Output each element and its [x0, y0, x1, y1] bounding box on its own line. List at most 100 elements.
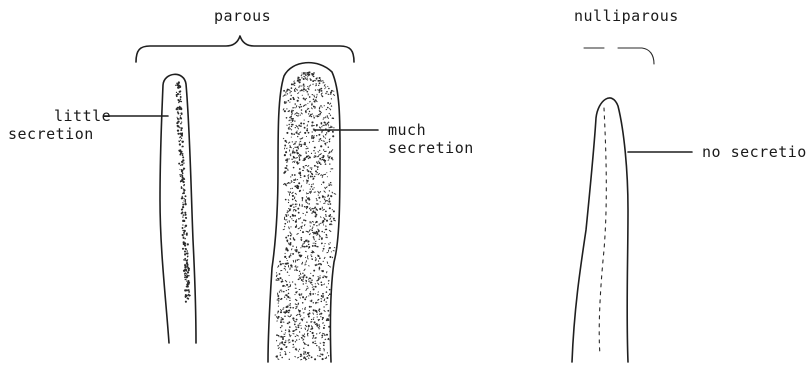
stipple-dot [307, 330, 308, 331]
stipple-dot [299, 311, 301, 313]
stipple-dot [287, 271, 288, 272]
stipple-dot [330, 114, 332, 116]
streak-dot [183, 190, 185, 192]
stipple-dot [286, 161, 288, 163]
stipple-dot [317, 316, 318, 317]
stipple-dot [293, 320, 295, 321]
stipple-dot [323, 295, 325, 297]
group-label-nulliparous: nulliparous [574, 8, 679, 25]
stipple-dot [296, 130, 297, 131]
streak-dot [179, 174, 181, 176]
stipple-dot [328, 146, 329, 147]
stipple-dot [280, 321, 282, 323]
stipple-dot [315, 310, 317, 312]
streak-dot [179, 100, 181, 102]
stipple-dot [323, 149, 324, 150]
stipple-dot [313, 95, 315, 98]
stipple-dot [297, 249, 298, 250]
streak-dot [181, 132, 182, 133]
stipple-dot [326, 252, 328, 253]
stipple-dot [319, 346, 320, 348]
stipple-dot [295, 125, 297, 127]
stipple-dot [288, 124, 289, 125]
stipple-dot [300, 355, 303, 357]
stipple-dot [315, 264, 316, 265]
stipple-dot [330, 203, 332, 205]
stipple-dot [315, 174, 316, 175]
stipple-dot [285, 263, 287, 265]
stipple-dot [306, 180, 307, 182]
stipple-dot [291, 174, 293, 176]
stipple-dot [292, 199, 294, 201]
stipple-dot [327, 352, 328, 353]
stipple-dot [276, 316, 277, 317]
stipple-dot [301, 197, 303, 199]
stipple-dot [299, 204, 300, 207]
stipple-dot [300, 273, 302, 275]
stipple-dot [285, 92, 286, 94]
stipple-dot [311, 325, 313, 327]
stipple-dot [286, 165, 288, 167]
stipple-dot [331, 216, 332, 217]
streak-dot [180, 96, 182, 98]
label-little-line1: little [54, 108, 111, 125]
stipple-dot [317, 115, 319, 117]
stipple-dot [295, 226, 297, 228]
streak-dot [177, 118, 179, 120]
stipple-dot [279, 277, 281, 279]
streak-dot [182, 204, 184, 206]
stipple-dot [297, 179, 298, 180]
stipple-dot [299, 271, 300, 272]
stipple-dot [300, 217, 302, 219]
stipple-dot [321, 123, 323, 125]
stipple-dot [293, 344, 295, 346]
stipple-dot [334, 247, 335, 248]
stipple-dot [289, 191, 291, 193]
streak-dot [178, 140, 179, 141]
stipple-dot [317, 77, 318, 78]
stipple-dot [324, 143, 326, 145]
stipple-dot [328, 157, 330, 159]
stipple-dot [308, 265, 310, 267]
stipple-dot [286, 90, 288, 92]
streak-dot [186, 260, 188, 262]
stipple-dot [303, 123, 305, 125]
stipple-dot [322, 250, 323, 252]
stipple-dot [321, 335, 323, 337]
stipple-dot [322, 125, 324, 126]
stipple-dot [296, 233, 299, 235]
streak-dot [179, 91, 181, 93]
streak-dot [179, 118, 180, 119]
stipple-dot [279, 342, 281, 345]
stipple-dot [310, 171, 312, 173]
stipple-dot [306, 196, 307, 197]
stipple-dot [308, 328, 309, 329]
streak-dot [185, 225, 186, 226]
stipple-dot [289, 90, 292, 92]
stipple-dot [306, 260, 307, 262]
stipple-dot [282, 318, 284, 320]
stipple-dot [318, 299, 319, 300]
stipple-dot [295, 193, 297, 195]
stipple-dot [305, 325, 308, 327]
stipple-dot [285, 332, 286, 333]
stipple-dot [289, 275, 290, 276]
streak-dot [187, 282, 189, 284]
stipple-dot [289, 209, 291, 211]
stipple-dot [301, 74, 303, 76]
stipple-dot [303, 158, 305, 160]
stipple-dot [311, 121, 313, 123]
ovariole-little-secretion-outline [160, 74, 196, 343]
stipple-dot [319, 150, 320, 151]
stipple-dot [324, 174, 326, 175]
stipple-dot [313, 335, 315, 337]
stipple-dot [279, 273, 281, 275]
streak-dot [182, 155, 184, 157]
stipple-dot [300, 106, 302, 108]
stipple-dot [303, 180, 304, 181]
streak-dot [185, 195, 187, 197]
stipple-dot [330, 171, 331, 172]
stipple-dot [287, 212, 288, 213]
stipple-dot [278, 347, 280, 349]
